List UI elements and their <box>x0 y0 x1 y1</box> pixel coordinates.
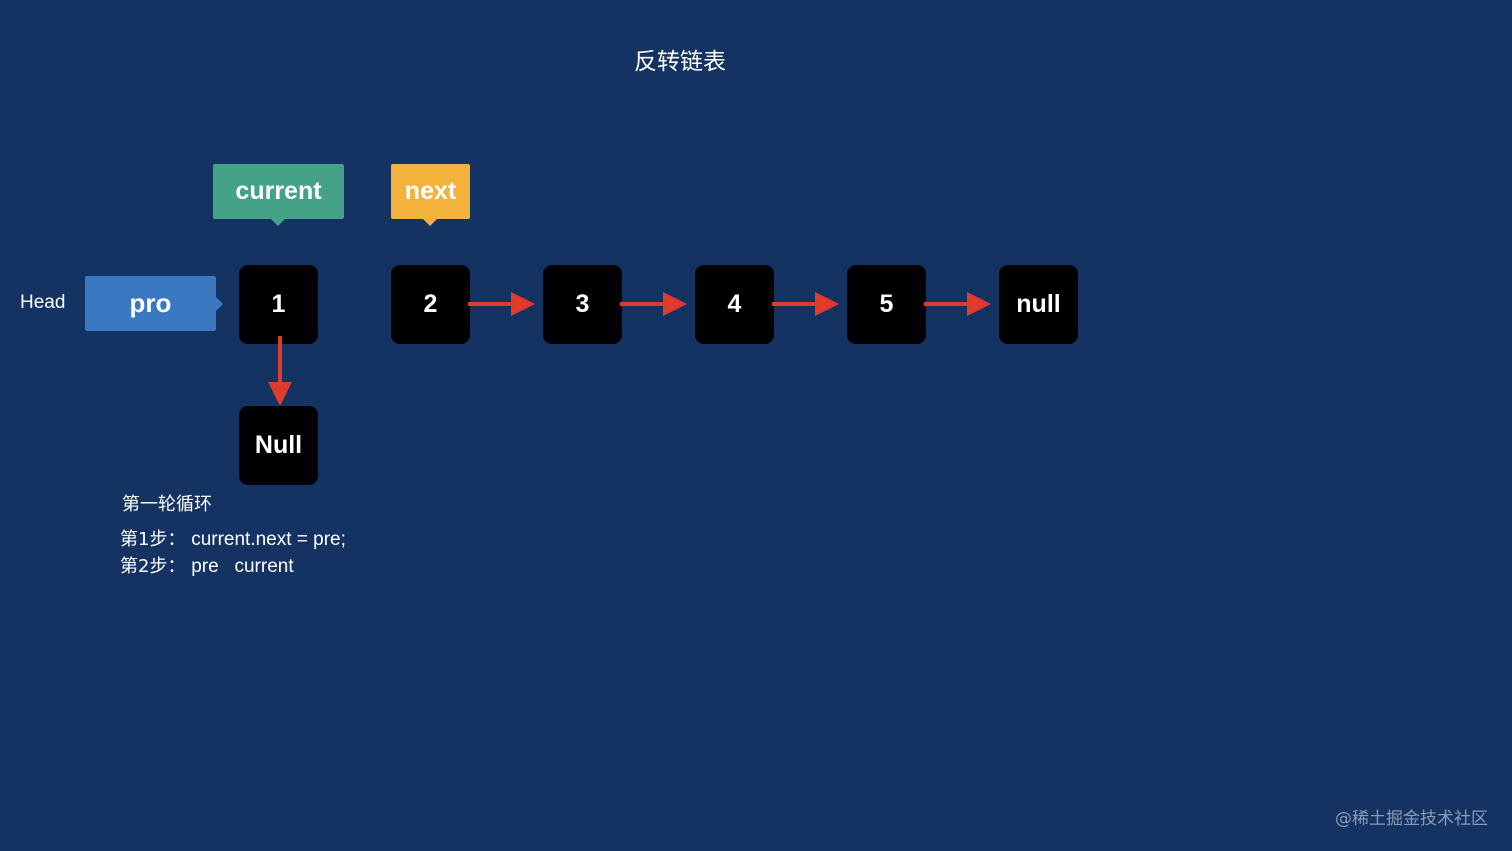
list-node-2: 2 <box>391 265 470 344</box>
step-1-code: current.next = pre; <box>191 529 346 550</box>
caption-heading: 第一轮循环 <box>122 494 212 515</box>
list-node-null-end: null <box>999 265 1078 344</box>
caption-step-1: 第1步： current.next = pre; <box>120 528 346 552</box>
list-node-1: 1 <box>239 265 318 344</box>
pro-pointer-tag: pro <box>85 276 223 331</box>
list-node-null-below: Null <box>239 406 318 485</box>
diagram-title: 反转链表 <box>634 49 726 75</box>
step-2-label: 第2步： <box>120 556 186 577</box>
caption-step-2: 第2步： pre current <box>120 555 294 579</box>
list-node-3: 3 <box>543 265 622 344</box>
list-node-4: 4 <box>695 265 774 344</box>
next-pointer-tag: next <box>391 164 470 226</box>
head-label: Head <box>20 292 66 313</box>
step-1-label: 第1步： <box>120 529 186 550</box>
list-node-5: 5 <box>847 265 926 344</box>
current-pointer-tag: current <box>213 164 344 226</box>
step-2-code: pre current <box>191 556 294 577</box>
watermark: @稀土掘金技术社区 <box>1335 809 1488 829</box>
